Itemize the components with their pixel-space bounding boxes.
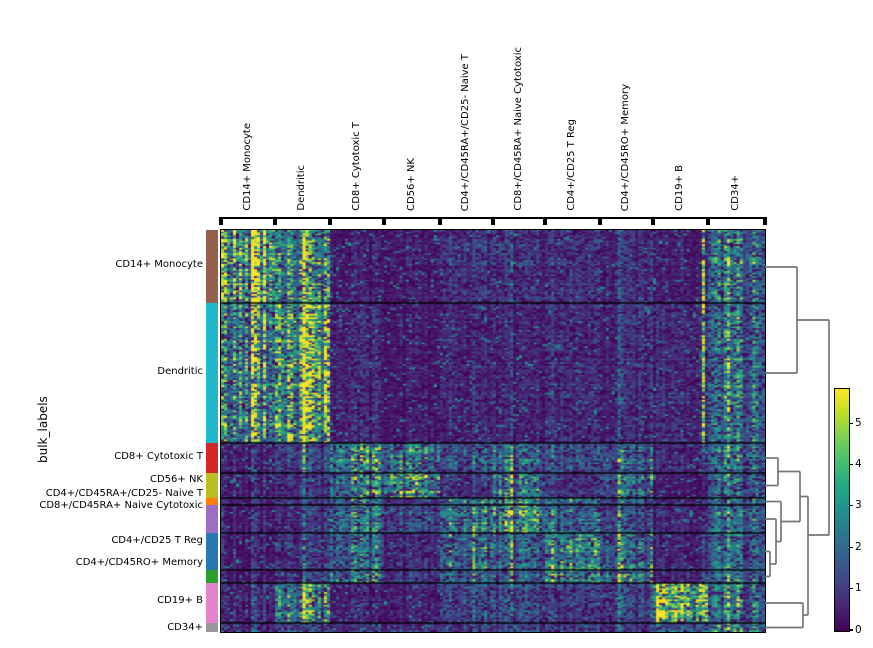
colorbar-tick-mark [849,422,853,424]
column-group-label: CD56+ NK [405,157,417,211]
column-group-label: CD14+ Monocyte [241,123,253,211]
category-color-swatch [206,583,218,623]
column-group-label: CD19+ B [674,165,685,211]
colorbar-tick-label: 5 [855,416,862,429]
colorbar-tick-mark [849,505,853,507]
colorbar-tick-label: 0 [855,623,862,636]
column-group-label: CD34+ [730,175,741,211]
column-group-label: CD8+ Cytotoxic T [350,122,362,211]
row-label: CD4+/CD45RO+ Memory [75,557,203,568]
bracket-tick [543,217,547,225]
bracket-tick [763,217,767,225]
colorbar [834,388,850,632]
column-group-label: CD4+/CD25 T Reg [566,119,577,211]
bracket-tick [706,217,710,225]
bracket-tick [382,217,386,225]
category-color-swatch [206,498,218,505]
colorbar-tick-mark [849,588,853,590]
row-label: CD8+/CD45RA+ Naive Cytotoxic [39,500,203,511]
row-label: CD4+/CD45RA+/CD25- Naive T [45,488,203,499]
bracket-tick [273,217,277,225]
row-label: CD34+ [167,622,203,633]
column-group-label: CD8+/CD45RA+ Naive Cytotoxic [512,47,524,211]
column-group-label: CD4+/CD45RA+/CD25- Naive T [460,53,471,211]
row-label: CD14+ Monocyte [115,259,203,270]
bracket-tick [219,217,223,225]
colorbar-tick-label: 4 [855,458,862,471]
column-group-label: CD4+/CD45RO+ Memory [620,83,631,211]
bracket-tick [651,217,655,225]
bracket-tick [491,217,495,225]
colorbar-tick-mark [849,629,853,631]
colorbar-tick-label: 3 [855,499,862,512]
category-color-swatch [206,473,218,498]
bracket-tick [438,217,442,225]
colorbar-tick-label: 1 [855,582,862,595]
row-label: CD4+/CD25 T Reg [111,535,203,546]
colorbar-tick-mark [849,463,853,466]
bracket-tick [328,217,332,225]
row-label: CD8+ Cytotoxic T [114,451,203,462]
category-color-swatch [206,623,218,632]
category-color-swatch [206,230,218,303]
category-color-swatch [206,505,218,533]
column-group-label: Dendritic [296,165,307,211]
category-color-swatch [206,443,218,473]
row-label: CD19+ B [157,595,203,606]
bracket-tick [598,217,602,225]
colorbar-tick-mark [849,546,853,548]
category-color-swatch [206,303,218,443]
row-label: Dendritic [157,366,203,377]
heatmap-canvas [221,230,765,632]
category-color-swatch [206,570,218,583]
colorbar-tick-label: 2 [855,540,862,553]
category-color-swatch [206,533,218,570]
row-label: CD56+ NK [149,474,203,485]
